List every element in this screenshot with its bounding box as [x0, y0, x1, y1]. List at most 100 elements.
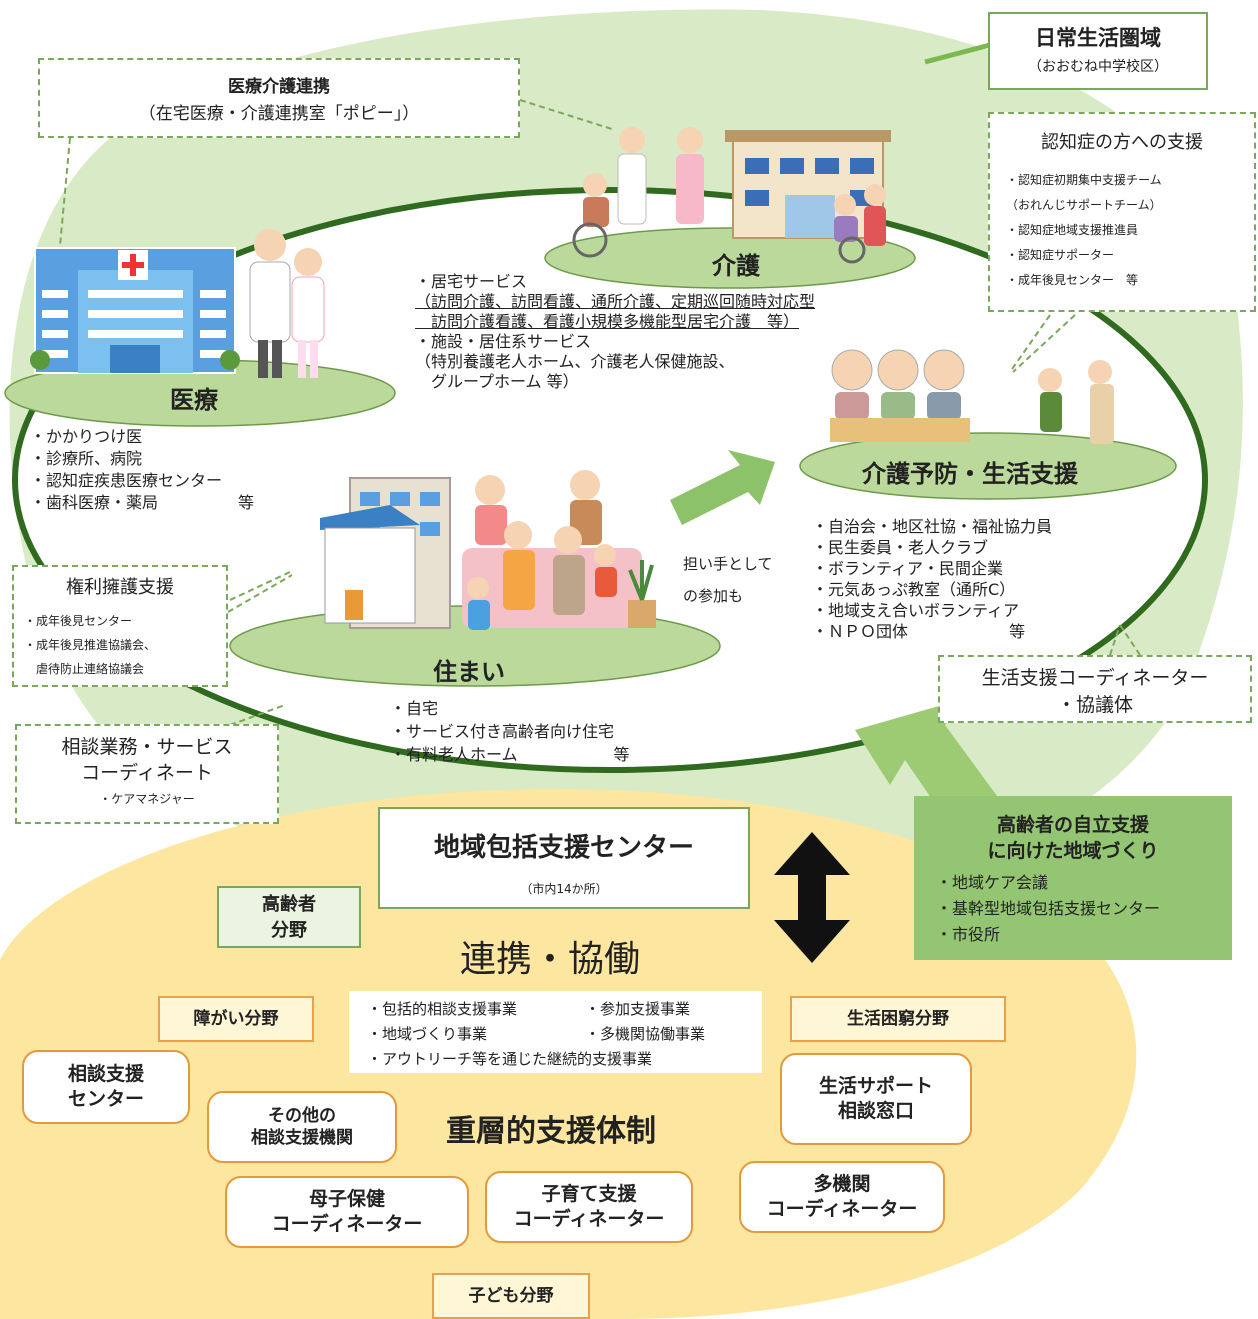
rights-item: 虐待防止連絡協議会 — [24, 662, 145, 676]
kaigo-item: （訪問介護、訪問看護、通所介護、定期巡回随時対応型 — [415, 292, 816, 311]
coordinator-line1: 生活支援コーディネーター — [981, 667, 1209, 689]
kaigo-item: ・居宅サービス — [415, 272, 528, 291]
prevention-item: ・ＮＰＯ団体 等 — [812, 622, 1026, 641]
prevention-item: ・元気あっぷ教室（通所C） — [812, 580, 1016, 599]
child-field: 子ども分野 — [432, 1273, 590, 1319]
kaigo-ground — [544, 227, 916, 289]
housing-item: ・自宅 — [390, 699, 439, 718]
rights-item: ・成年後見推進協議会、 — [24, 638, 157, 652]
org-line: 相談支援 — [67, 1063, 144, 1086]
participation-arrow — [670, 450, 775, 525]
daily-area-box: 日常生活圏域 （おおむね中学校区） — [988, 12, 1208, 90]
family-illustration — [462, 470, 656, 630]
rights-item: ・成年後見センター — [24, 614, 133, 628]
prevention-item: ・地域支え合いボランティア — [812, 601, 1020, 620]
multilayer-title: 重層的支援体制 — [446, 1114, 656, 1149]
iryo-item: ・かかりつけ医 — [30, 427, 143, 446]
elderly-group-illustration — [830, 349, 1114, 444]
independence-title1: 高齢者の自立支援 — [996, 814, 1149, 836]
org-line: 多機関 — [813, 1173, 871, 1196]
life-support-org: 生活サポート 相談窓口 — [780, 1053, 972, 1145]
org-line: コーディネーター — [271, 1213, 423, 1235]
org-line: 子育て支援 — [541, 1183, 637, 1206]
dementia-title: 認知症の方への支援 — [1041, 132, 1203, 153]
kaigo-item: （特別養護老人ホーム、介護老人保健施設、 — [415, 352, 735, 371]
apartment-illustration — [320, 477, 451, 629]
prevention-ground — [799, 432, 1177, 500]
org-line: 相談支援機関 — [251, 1128, 353, 1148]
project-item: ・多機関協働事業 — [585, 1025, 706, 1043]
prevention-item: ・民生委員・老人クラブ — [812, 538, 989, 557]
center-sub: （市内14か所） — [520, 882, 608, 896]
daily-area-title: 日常生活圏域 — [1035, 26, 1161, 50]
elderly-field-box: 高齢者 分野 — [217, 886, 361, 948]
hospital-illustration — [30, 247, 240, 374]
doctor-nurse-illustration — [249, 229, 325, 378]
other-org: その他の 相談支援機関 — [207, 1091, 397, 1163]
org-line: 生活サポート — [818, 1075, 933, 1098]
participation-line1: 担い手として — [683, 555, 773, 573]
collab-double-arrow — [774, 832, 850, 963]
org-line: センター — [67, 1088, 144, 1110]
participation-line2: の参加も — [683, 587, 744, 605]
coordinator-line2: ・協議体 — [1056, 694, 1133, 716]
independence-item: ・市役所 — [936, 925, 1001, 944]
dementia-item: ・認知症地域支援推進員 — [1006, 223, 1139, 237]
consult-item: ・ケアマネジャー — [99, 792, 195, 806]
project-item: ・参加支援事業 — [585, 1000, 691, 1018]
kaigo-list: ・居宅サービス （訪問介護、訪問看護、通所介護、定期巡回随時対応型 訪問介護看護… — [415, 272, 815, 392]
childcare-org: 子育て支援 コーディネーター — [485, 1171, 693, 1243]
rights-box: 権利擁護支援 ・成年後見センター ・成年後見推進協議会、 虐待防止連絡協議会 — [12, 565, 228, 687]
iryo-label: 医療 — [170, 386, 218, 414]
org-line: その他の — [268, 1105, 336, 1126]
care-facility-illustration — [725, 130, 891, 239]
elderly-field-line2: 分野 — [271, 920, 307, 941]
disability-field: 障がい分野 — [158, 996, 314, 1042]
multi-org: 多機関 コーディネーター — [739, 1161, 945, 1233]
daily-area-sub: （おおむね中学校区） — [1028, 59, 1168, 75]
participation-text: 担い手として の参加も — [683, 548, 773, 612]
project-item: ・地域づくり事業 — [367, 1025, 488, 1043]
iryo-item: ・診療所、病院 — [30, 449, 143, 468]
kaigo-item: ・施設・居住系サービス — [415, 332, 592, 351]
consult-box: 相談業務・サービス コーディネート ・ケアマネジャー — [15, 724, 279, 824]
iryo-list: ・かかりつけ医 ・診療所、病院 ・認知症疾患医療センター ・歯科医療・薬局 等 — [30, 426, 254, 514]
org-line: コーディネーター — [766, 1198, 918, 1220]
independence-title2: に向けた地域づくり — [987, 840, 1159, 862]
independence-item: ・基幹型地域包括支援センター — [936, 899, 1161, 918]
rights-title: 権利擁護支援 — [66, 577, 174, 598]
coordinator-box: 生活支援コーディネーター ・協議体 — [938, 655, 1252, 723]
independence-item: ・地域ケア会議 — [936, 873, 1049, 892]
project-item: ・包括的相談支援事業 — [367, 1000, 518, 1018]
poverty-field: 生活困窮分野 — [790, 996, 1006, 1042]
independence-box: 高齢者の自立支援 に向けた地域づくり ・地域ケア会議 ・基幹型地域包括支援センタ… — [914, 796, 1232, 960]
kaigo-label: 介護 — [712, 252, 760, 280]
housing-item: ・サービス付き高齢者向け住宅 — [390, 722, 615, 741]
kaigo-item: 訪問介護看護、看護小規模多機能型居宅介護 等） — [415, 312, 800, 331]
prevention-item: ・ボランティア・民間企業 — [812, 559, 1004, 578]
projects-box: ・包括的相談支援事業 ・参加支援事業 ・地域づくり事業 ・多機関協働事業 ・アウトリ… — [349, 991, 762, 1073]
medical-care-link-box: 医療介護連携 （在宅医療・介護連携室「ポピー」） — [38, 58, 520, 138]
prevention-item: ・自治会・地区社協・福祉協力員 — [812, 517, 1053, 536]
collab-text: 連携・協働 — [460, 939, 641, 980]
housing-list: ・自宅 ・サービス付き高齢者向け住宅 ・有料老人ホーム 等 — [390, 697, 630, 766]
housing-label: 住まい — [433, 658, 505, 686]
prevention-label: 介護予防・生活支援 — [862, 460, 1078, 488]
org-line: 相談窓口 — [837, 1100, 914, 1122]
consult-title1: 相談業務・サービス — [61, 736, 233, 758]
caregivers-illustration — [572, 127, 886, 264]
kaigo-item: グループホーム 等） — [415, 372, 579, 391]
consult-center-org: 相談支援 センター — [22, 1050, 190, 1124]
elderly-field-line1: 高齢者 — [262, 894, 316, 915]
medical-care-link-sub: （在宅医療・介護連携室「ポピー」） — [138, 104, 420, 124]
dementia-item: ・成年後見センター 等 — [1006, 273, 1139, 287]
dementia-support-box: 認知症の方への支援 ・認知症初期集中支援チーム （おれんじサポートチーム） ・認… — [988, 112, 1256, 312]
dementia-item: ・認知症サポーター — [1006, 248, 1115, 262]
project-item: ・アウトリーチ等を通じた継続的支援事業 — [367, 1050, 653, 1068]
housing-item: ・有料老人ホーム 等 — [390, 745, 630, 764]
center-title: 地域包括支援センター — [433, 833, 694, 863]
dementia-item: （おれんじサポートチーム） — [1006, 198, 1162, 212]
maternal-org: 母子保健 コーディネーター — [225, 1176, 469, 1248]
org-line: 母子保健 — [308, 1188, 385, 1211]
dementia-item: ・認知症初期集中支援チーム — [1006, 173, 1162, 187]
